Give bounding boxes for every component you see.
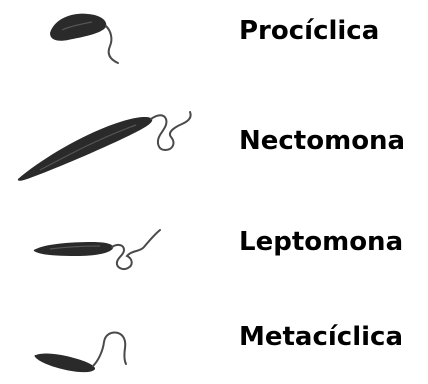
leishmania-promastigote-stages-figure: Procíclica Nectomona Leptomona Metacícli… <box>0 0 428 368</box>
leptomonad-promastigote-drawing <box>0 200 235 292</box>
stage-label-metaciclica: Metacíclica <box>239 322 403 352</box>
stage-label-leptomona: Leptomona <box>239 227 403 257</box>
metacyclic-promastigote-drawing <box>0 292 235 384</box>
stage-label-nectomona: Nectomona <box>239 126 405 156</box>
procyclic-promastigote-drawing <box>0 0 235 92</box>
stage-label-prociclica: Procíclica <box>239 16 379 46</box>
nectomonad-promastigote-drawing <box>0 92 235 184</box>
